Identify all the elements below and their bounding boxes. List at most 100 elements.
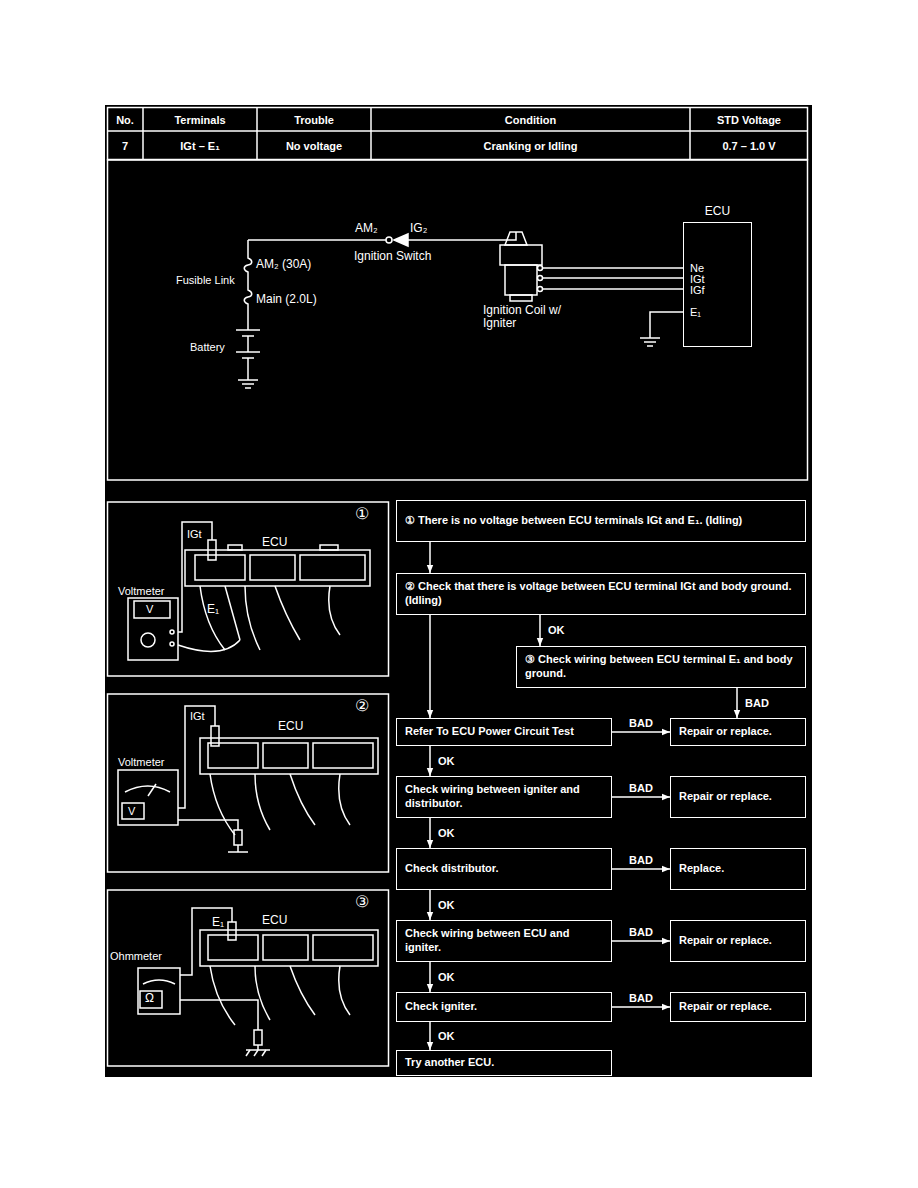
part-label: V [146, 603, 153, 615]
line-art [128, 598, 178, 660]
line-art [543, 288, 683, 290]
table-cell: 7 [107, 140, 143, 152]
line-art [108, 108, 808, 1067]
part-label: Ohmmeter [110, 950, 162, 962]
line-art [208, 540, 216, 560]
process-box: ① There is no voltage between ECU termin… [396, 500, 806, 542]
edge-label: BAD [743, 697, 771, 709]
process-box: Check igniter. [396, 992, 612, 1022]
line-art [238, 379, 258, 381]
line-art [108, 160, 808, 480]
line-art [118, 770, 178, 825]
flow-arrow [736, 688, 738, 718]
box-text: Try another ECU. [405, 1056, 605, 1070]
part-label: AM₂ [355, 222, 378, 235]
process-box: ③ Check wiring between ECU terminal E₁ a… [516, 646, 806, 688]
part-label: ③ [355, 893, 369, 911]
line-art [234, 830, 242, 845]
line-art [170, 642, 174, 646]
box-text: Replace. [679, 862, 799, 876]
line-art [320, 545, 338, 550]
line-art [134, 601, 170, 618]
table-cell: Terminals [143, 114, 257, 126]
line-art [254, 1030, 262, 1045]
flow-arrow [429, 615, 431, 718]
line-art [180, 908, 232, 975]
process-box: ② Check that there is voltage between EC… [396, 573, 806, 615]
edge-label: OK [436, 971, 457, 983]
line-art [178, 522, 212, 632]
line-art [148, 784, 156, 796]
part-label: IG₂ [410, 222, 427, 235]
process-box: Check wiring between igniter and distrib… [396, 776, 612, 818]
line-art [228, 545, 242, 550]
edge-label: BAD [627, 717, 655, 729]
box-text: Check igniter. [405, 1000, 605, 1014]
line-art [647, 345, 653, 347]
line-art [108, 108, 808, 160]
line-art [108, 890, 389, 1066]
line-art [210, 966, 350, 1025]
line-art [237, 845, 239, 852]
line-art [210, 774, 350, 835]
process-box: Repair or replace. [670, 718, 806, 746]
flow-arrow [429, 818, 431, 848]
table-cell: Condition [371, 114, 690, 126]
line-art [263, 743, 308, 768]
part-label: IGt [187, 528, 202, 540]
line-art [141, 633, 155, 647]
part-label: Voltmeter [118, 756, 164, 768]
line-art [386, 237, 392, 243]
box-text: Refer To ECU Power Circuit Test [405, 725, 605, 739]
edge-label: BAD [627, 992, 655, 1004]
box-text: Repair or replace. [679, 725, 799, 739]
edge-label: OK [436, 755, 457, 767]
line-art [225, 586, 240, 640]
process-box: Check wiring between ECU and igniter. [396, 920, 612, 962]
line-art [200, 930, 378, 966]
flow-arrow [429, 962, 431, 992]
box-text: Repair or replace. [679, 790, 799, 804]
part-label: V [128, 805, 135, 817]
line-art [256, 108, 258, 160]
line-art [538, 276, 543, 281]
box-text: ③ Check wiring between ECU terminal E₁ a… [525, 653, 799, 681]
line-art [543, 277, 683, 279]
line-art [236, 329, 260, 331]
line-art [650, 312, 683, 338]
line-art [208, 935, 258, 960]
line-art [138, 968, 180, 1014]
line-art [313, 935, 373, 960]
process-box: Check distributor. [396, 848, 612, 890]
part-label: Ne [690, 262, 704, 274]
line-art [505, 265, 537, 295]
line-art [538, 287, 543, 292]
line-art [125, 786, 170, 792]
line-art [142, 108, 144, 160]
line-art [178, 706, 215, 808]
part-label: E₁ [212, 916, 224, 929]
part-label: ① [355, 505, 369, 523]
edge-label: BAD [627, 854, 655, 866]
flow-arrow [612, 1006, 670, 1008]
process-box: Replace. [670, 848, 806, 890]
line-art [105, 105, 812, 1077]
line-art [510, 295, 532, 301]
table-cell: Trouble [257, 114, 371, 126]
line-art [247, 336, 249, 352]
box-text: Repair or replace. [679, 934, 799, 948]
flow-arrow [429, 542, 431, 573]
part-label: Fusible Link [176, 274, 235, 286]
line-art [538, 266, 543, 271]
part-label: ECU [262, 536, 287, 549]
line-art [263, 935, 308, 960]
line-art [689, 108, 691, 160]
edge-label: BAD [627, 926, 655, 938]
line-art [236, 351, 260, 353]
edge-label: OK [436, 827, 457, 839]
flow-arrow [429, 1022, 431, 1050]
table-cell: IGt – E₁ [143, 140, 257, 152]
line-art [195, 555, 245, 580]
box-heading: ECU [684, 204, 751, 219]
